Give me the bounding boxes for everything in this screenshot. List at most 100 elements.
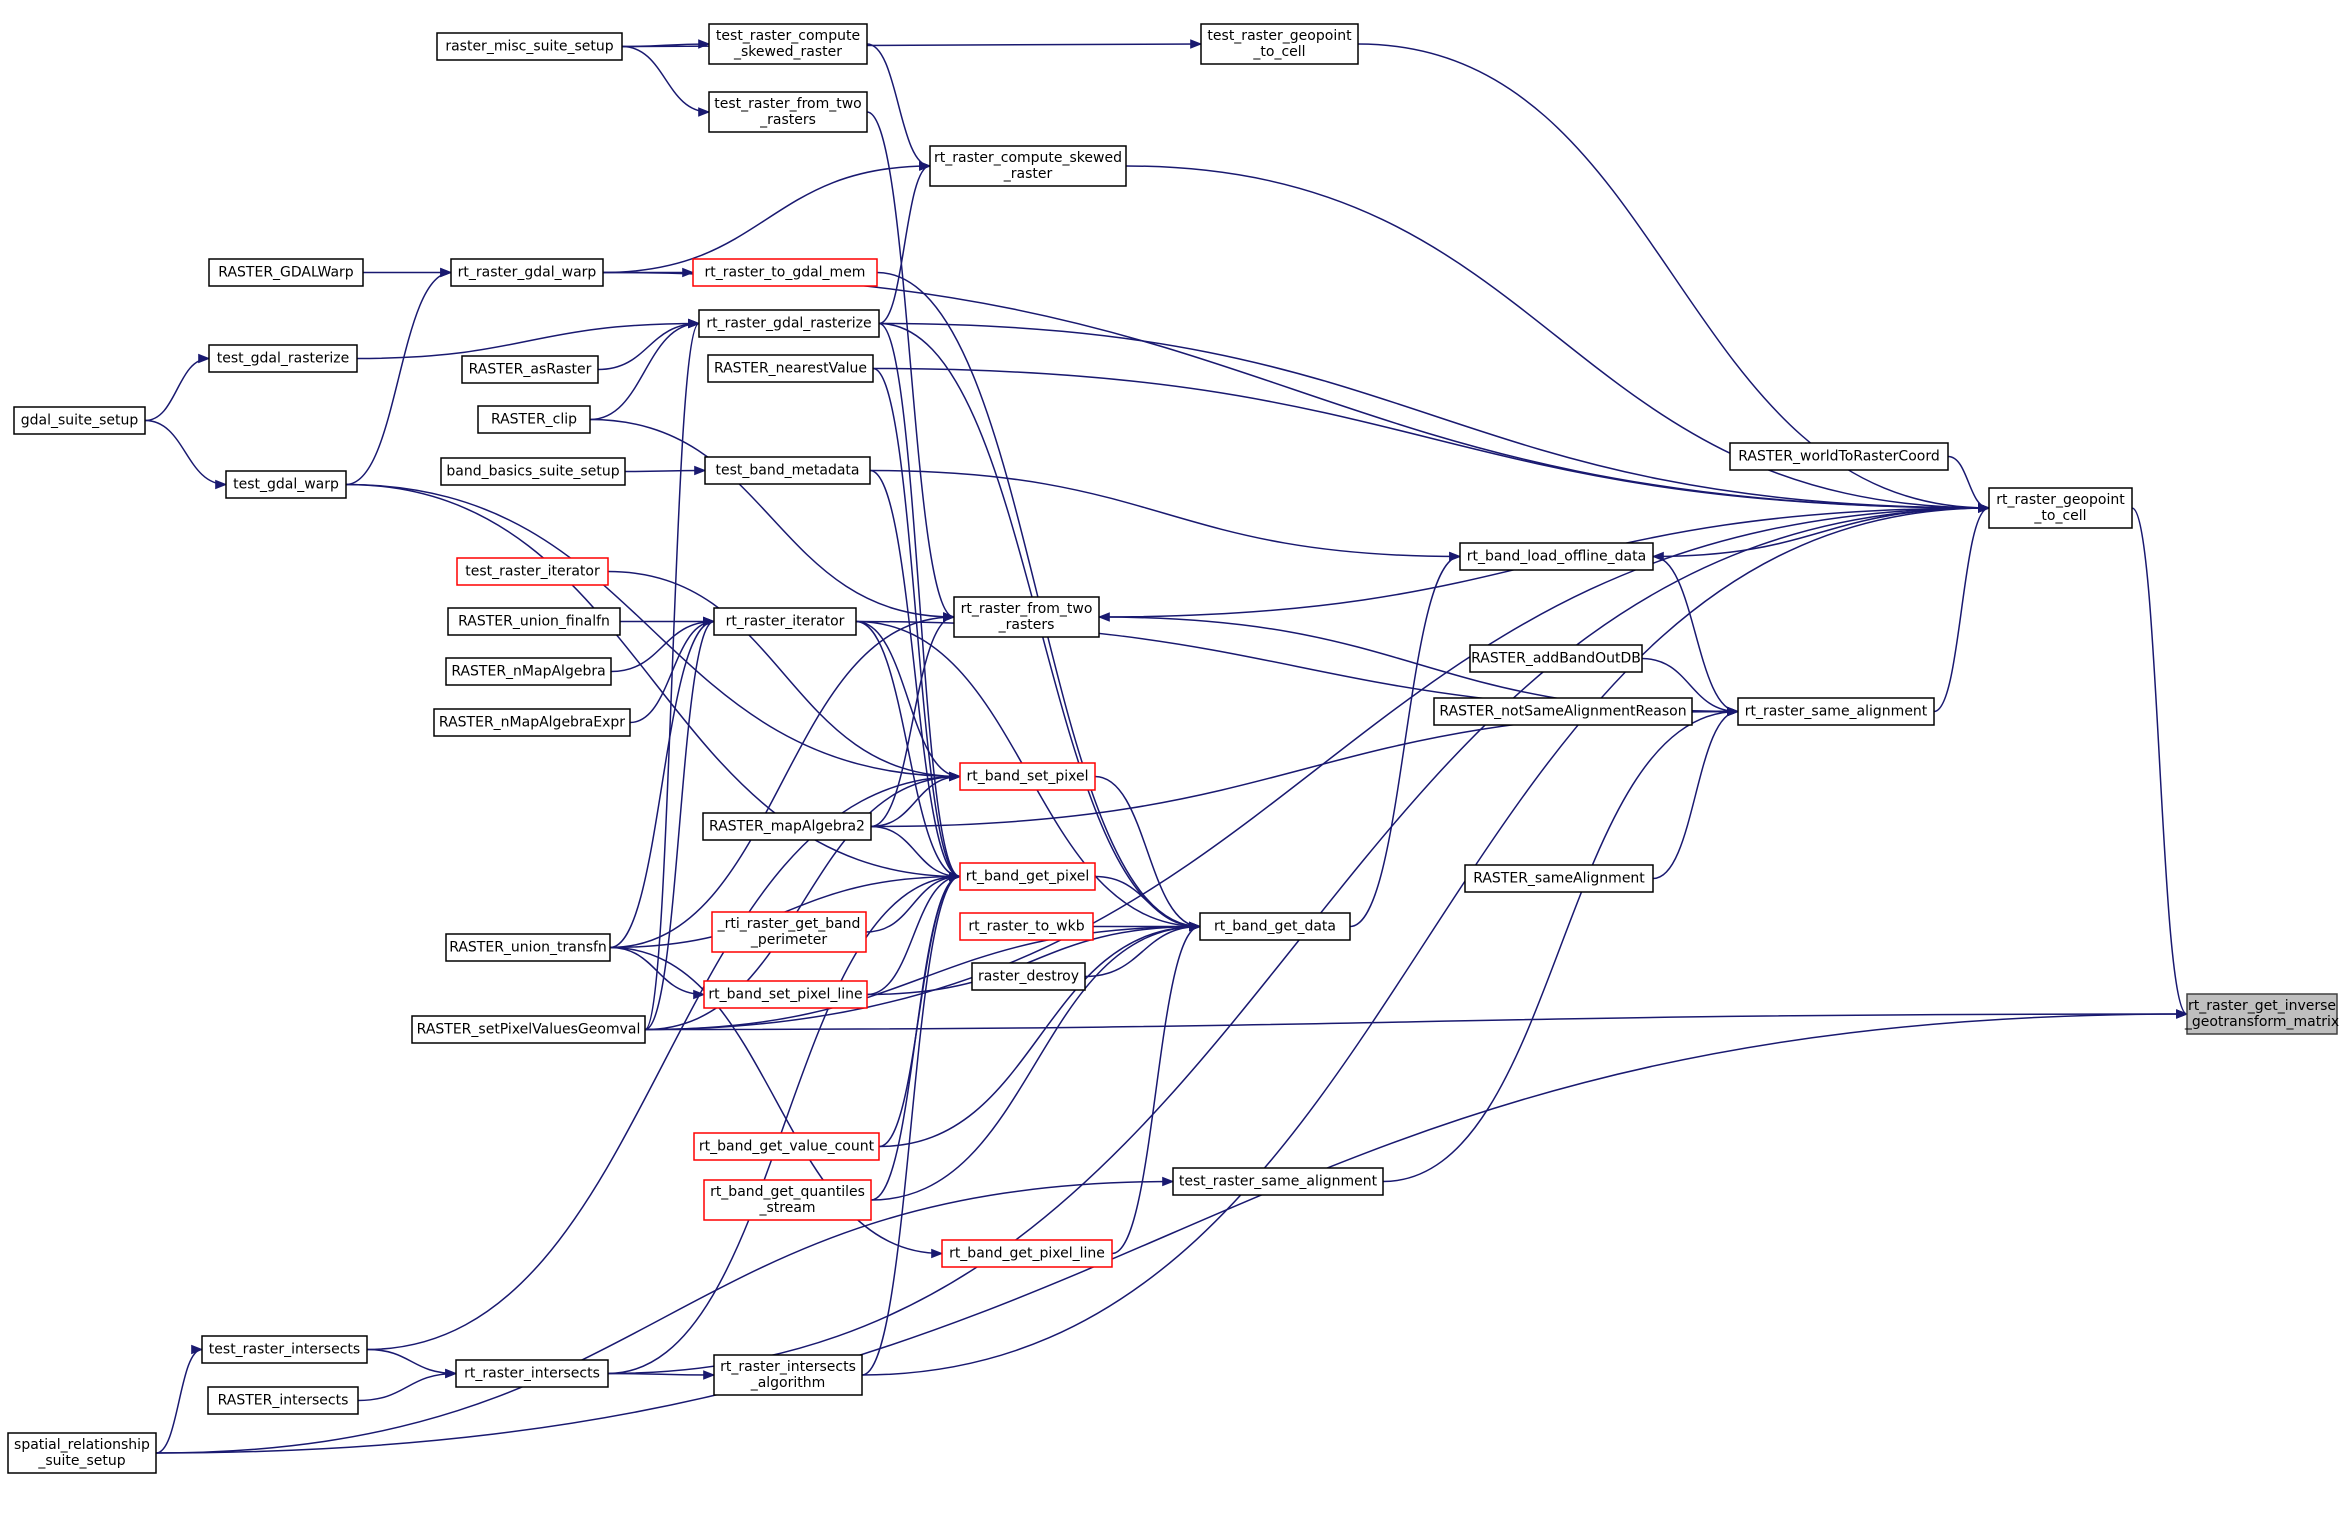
node-raster-setpixelvaluesgeomval[interactable]: RASTER_setPixelValuesGeomval <box>411 1015 646 1044</box>
node-rt-band-get-pixel-line[interactable]: rt_band_get_pixel_line <box>941 1239 1113 1268</box>
node-raster-asraster[interactable]: RASTER_asRaster <box>461 355 599 384</box>
node-rt-raster-iterator[interactable]: rt_raster_iterator <box>713 607 857 636</box>
node-raster-addbandoutdb[interactable]: RASTER_addBandOutDB <box>1469 644 1643 673</box>
node-spatial-relationship-suite-setup[interactable]: spatial_relationship_suite_setup <box>7 1432 157 1474</box>
node-label: _raster <box>1003 166 1053 182</box>
edge-n25-to-n24 <box>610 616 716 673</box>
edge-n41-to-n19 <box>644 503 1991 1031</box>
edge-n24-to-n32 <box>855 620 962 882</box>
edge-n21-to-n30 <box>607 570 962 782</box>
edge-n13-to-n22 <box>589 418 956 622</box>
node-box <box>959 762 1096 791</box>
node-rt-raster-intersects-algorithm[interactable]: rt_raster_intersects_algorithm <box>713 1354 863 1396</box>
node-box <box>708 91 868 133</box>
node-test-band-metadata[interactable]: test_band_metadata <box>704 456 871 485</box>
edge-n50-to-n44 <box>155 1176 1175 1454</box>
node-band-basics-suite-setup[interactable]: band_basics_suite_setup <box>440 457 626 486</box>
node-box <box>704 456 871 485</box>
node-gdal-suite-setup[interactable]: gdal_suite_setup <box>13 406 146 435</box>
edge-n47-to-n32 <box>607 871 962 1375</box>
node-raster-mapalgebra2[interactable]: RASTER_mapAlgebra2 <box>702 812 872 841</box>
node-rt-band-set-pixel-line[interactable]: rt_band_set_pixel_line <box>703 980 868 1009</box>
node-label: test_gdal_rasterize <box>217 351 349 367</box>
edge-n46-to-n30 <box>366 771 962 1351</box>
node-rti-raster-get-band-perimeter[interactable]: _rti_raster_get_band_perimeter <box>711 911 867 953</box>
node-label: RASTER_sameAlignment <box>1473 871 1645 887</box>
node-rt-raster-from-two-rasters[interactable]: rt_raster_from_two_rasters <box>953 596 1100 638</box>
node-box <box>953 596 1100 638</box>
node-box <box>456 557 609 586</box>
node-raster-union-finalfn[interactable]: RASTER_union_finalfn <box>447 607 621 636</box>
node-box <box>713 1354 863 1396</box>
edge-n37-to-n24 <box>609 616 716 949</box>
node-label: _to_cell <box>1252 44 1305 60</box>
node-rt-band-get-pixel[interactable]: rt_band_get_pixel <box>959 862 1096 891</box>
node-raster-notsamealignmentreason[interactable]: RASTER_notSameAlignmentReason <box>1433 697 1693 726</box>
node-test-raster-iterator[interactable]: test_raster_iterator <box>456 557 609 586</box>
edge-n48-to-n19 <box>861 503 1991 1376</box>
node-label: _geotransform_matrix <box>2184 1014 2339 1030</box>
node-box <box>225 470 347 499</box>
node-raster-nearestvalue[interactable]: RASTER_nearestValue <box>707 354 874 383</box>
node-rt-band-set-pixel[interactable]: rt_band_set_pixel <box>959 762 1096 791</box>
node-rt-raster-same-alignment[interactable]: rt_raster_same_alignment <box>1737 697 1935 726</box>
node-label: gdal_suite_setup <box>21 413 139 429</box>
node-label: rt_band_load_offline_data <box>1467 549 1646 565</box>
node-test-raster-intersects[interactable]: test_raster_intersects <box>201 1335 368 1364</box>
node-rt-band-get-quantiles-stream[interactable]: rt_band_get_quantiles_stream <box>703 1179 872 1221</box>
node-raster-gdalwarp[interactable]: RASTER_GDALWarp <box>208 258 364 287</box>
node-rt-raster-intersects[interactable]: rt_raster_intersects <box>455 1359 609 1388</box>
node-box <box>433 708 631 737</box>
node-rt-band-get-value-count[interactable]: rt_band_get_value_count <box>693 1132 880 1161</box>
node-test-raster-compute-skewed-raster[interactable]: test_raster_compute_skewed_raster <box>708 23 868 65</box>
edge-n36-to-n20 <box>1349 551 1462 928</box>
node-rt-raster-to-wkb[interactable]: rt_raster_to_wkb <box>959 912 1094 941</box>
edge-n9-to-n19 <box>878 322 1991 513</box>
node-label: rt_band_get_pixel <box>966 869 1090 885</box>
node-label: _rti_raster_get_band <box>717 916 861 932</box>
node-raster-worldtorastercoord[interactable]: RASTER_worldToRasterCoord <box>1729 442 1949 471</box>
node-label: rt_raster_get_inverse <box>2188 998 2336 1014</box>
node-test-raster-from-two-rasters[interactable]: test_raster_from_two_rasters <box>708 91 868 133</box>
node-rt-band-get-data[interactable]: rt_band_get_data <box>1199 912 1351 941</box>
node-rt-raster-compute-skewed-raster[interactable]: rt_raster_compute_skewed_raster <box>929 145 1127 187</box>
edge-n38-to-n36 <box>1084 921 1202 978</box>
node-test-gdal-warp[interactable]: test_gdal_warp <box>225 470 347 499</box>
edge-n34-to-n32 <box>865 871 962 933</box>
edge-n19-to-n39 <box>2131 507 2189 1019</box>
node-test-raster-geopoint-to-cell[interactable]: test_raster_geopoint_to_cell <box>1200 23 1359 65</box>
node-rt-raster-geopoint-to-cell[interactable]: rt_raster_geopoint_to_cell <box>1988 487 2133 529</box>
node-box <box>703 1179 872 1221</box>
node-test-raster-same-alignment[interactable]: test_raster_same_alignment <box>1172 1167 1384 1196</box>
edge-n30-to-n36 <box>1094 775 1202 932</box>
node-box <box>711 911 867 953</box>
node-label: test_raster_compute <box>716 28 860 44</box>
node-label: rt_band_get_quantiles <box>710 1184 865 1200</box>
nodes-layer: raster_misc_suite_setup test_raster_compu… <box>7 23 2339 1474</box>
node-box <box>693 1132 880 1161</box>
edge-n10-to-n9 <box>356 318 701 360</box>
node-rt-raster-gdal-warp[interactable]: rt_raster_gdal_warp <box>450 258 604 287</box>
node-rt-raster-to-gdal-mem[interactable]: rt_raster_to_gdal_mem <box>692 258 878 287</box>
node-raster-intersects[interactable]: RASTER_intersects <box>207 1386 359 1415</box>
node-raster-clip[interactable]: RASTER_clip <box>477 405 591 434</box>
edge-n37-to-n45 <box>609 946 944 1259</box>
node-raster-misc-suite-setup[interactable]: raster_misc_suite_setup <box>436 32 623 61</box>
edge-n3-to-n19 <box>1357 43 1991 513</box>
node-raster-union-transfn[interactable]: RASTER_union_transfn <box>445 933 611 962</box>
node-box <box>1172 1167 1384 1196</box>
node-label: RASTER_GDALWarp <box>218 265 354 281</box>
node-test-gdal-rasterize[interactable]: test_gdal_rasterize <box>208 344 358 373</box>
node-raster-destroy[interactable]: raster_destroy <box>971 962 1086 991</box>
node-raster-nmapalgebra[interactable]: RASTER_nMapAlgebra <box>445 657 612 686</box>
node-raster-samealignment[interactable]: RASTER_sameAlignment <box>1464 864 1654 893</box>
node-box <box>1729 442 1949 471</box>
node-rt-raster-get-inverse-geotransform-matrix[interactable]: rt_raster_get_inverse_geotransform_matri… <box>2184 993 2339 1035</box>
node-rt-band-load-offline-data[interactable]: rt_band_load_offline_data <box>1459 542 1654 571</box>
node-label: RASTER_nMapAlgebraExpr <box>439 715 625 731</box>
node-raster-nmapalgebraexpr[interactable]: RASTER_nMapAlgebraExpr <box>433 708 631 737</box>
node-rt-raster-gdal-rasterize[interactable]: rt_raster_gdal_rasterize <box>698 309 880 338</box>
node-label: test_raster_same_alignment <box>1179 1174 1378 1190</box>
node-box <box>461 355 599 384</box>
edge-n50-to-n46 <box>155 1344 204 1454</box>
